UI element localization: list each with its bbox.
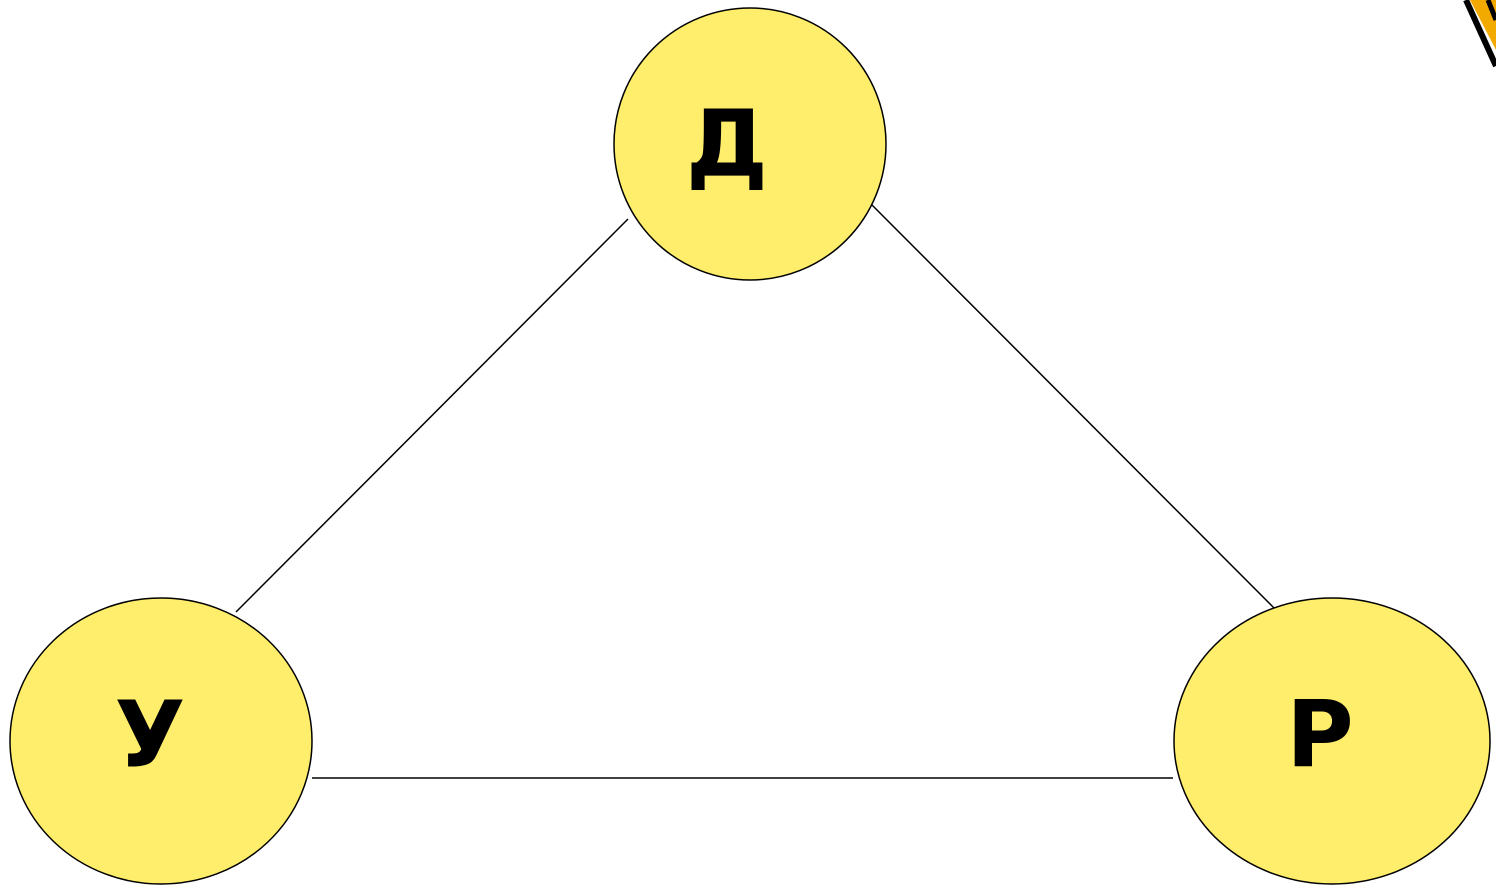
node-top-label: Д — [686, 90, 768, 197]
node-top: Д — [613, 7, 887, 281]
node-top-circle — [613, 7, 887, 281]
corner-decoration-icon — [1463, 0, 1496, 68]
node-right-label: Р — [1286, 681, 1353, 788]
node-left-label: У — [115, 681, 186, 788]
node-left-circle — [9, 597, 313, 885]
node-left: У — [9, 597, 313, 885]
node-right-circle — [1173, 597, 1491, 885]
edge-top-left — [235, 218, 629, 613]
edge-top-right — [871, 204, 1279, 613]
node-right: Р — [1173, 597, 1491, 885]
